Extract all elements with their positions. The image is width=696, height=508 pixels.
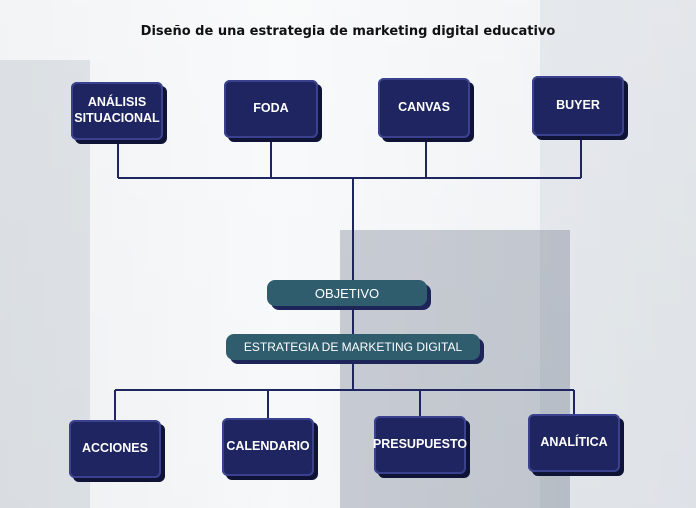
node-calendario: CALENDARIO bbox=[222, 418, 314, 476]
node-presupuesto: PRESUPUESTO bbox=[373, 416, 467, 474]
node-buyer: BUYER bbox=[532, 76, 624, 136]
node-foda: FODA bbox=[224, 80, 318, 138]
node-canvas: CANVAS bbox=[378, 78, 470, 138]
objetivo-pill: OBJETIVO bbox=[267, 280, 427, 306]
diagram-title: Diseño de una estrategia de marketing di… bbox=[140, 24, 556, 39]
node-acciones: ACCIONES bbox=[69, 420, 161, 478]
node-analitica: ANALÍTICA bbox=[528, 414, 620, 472]
node-analisis-situacional: ANÁLISIS SITUACIONAL bbox=[71, 82, 163, 140]
estrategia-pill: ESTRATEGIA DE MARKETING DIGITAL bbox=[226, 334, 480, 360]
